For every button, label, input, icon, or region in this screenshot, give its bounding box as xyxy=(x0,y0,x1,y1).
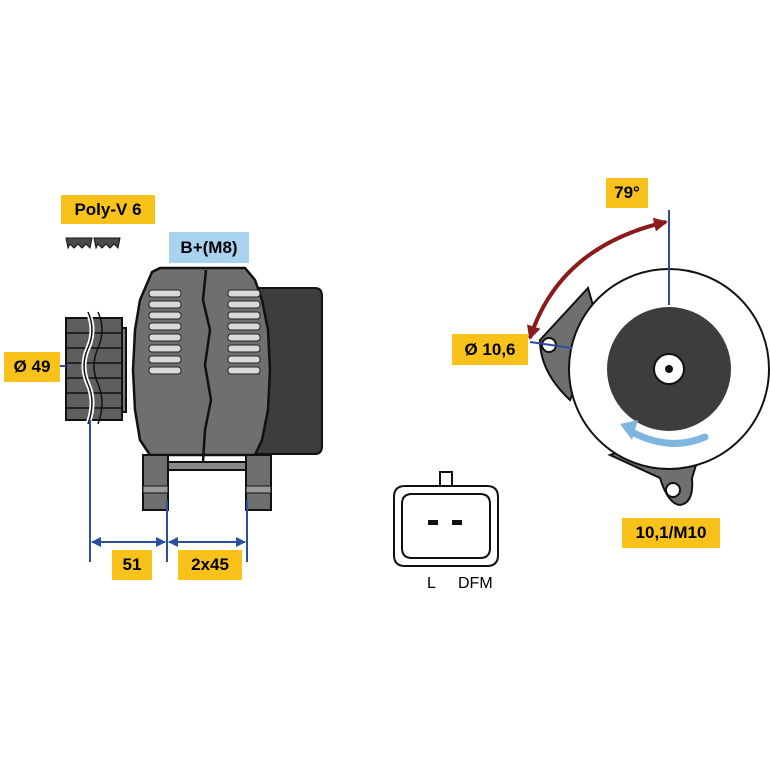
offset-51-label: 51 xyxy=(112,550,152,580)
offset-2x45-label: 2x45 xyxy=(178,550,242,580)
thread-label: 10,1/M10 xyxy=(622,518,720,548)
mount-hole-bottom xyxy=(665,482,681,498)
hole-reference xyxy=(529,341,573,349)
connector-pin-dfm: DFM xyxy=(458,575,493,592)
cooling-fins-right xyxy=(227,289,261,375)
pulley xyxy=(65,310,127,425)
connector-pin-l: L xyxy=(427,575,436,592)
hole-diameter-label: Ø 10,6 xyxy=(452,334,528,365)
pulley-diameter-label: Ø 49 xyxy=(4,352,60,382)
angle-label: 79° xyxy=(606,178,648,208)
mounting-feet xyxy=(142,454,272,511)
terminal-label: B+(M8) xyxy=(169,232,249,263)
feet-bands xyxy=(142,485,272,494)
cooling-fins-left xyxy=(148,289,182,375)
angle-arc xyxy=(527,217,668,340)
connector-plug xyxy=(393,471,499,567)
rotation-arrow xyxy=(628,428,709,447)
housing-seam xyxy=(201,269,213,463)
belt-label: Poly-V 6 xyxy=(61,195,155,224)
poly-v-icon xyxy=(65,237,121,250)
side-dimension-lines xyxy=(60,365,248,562)
